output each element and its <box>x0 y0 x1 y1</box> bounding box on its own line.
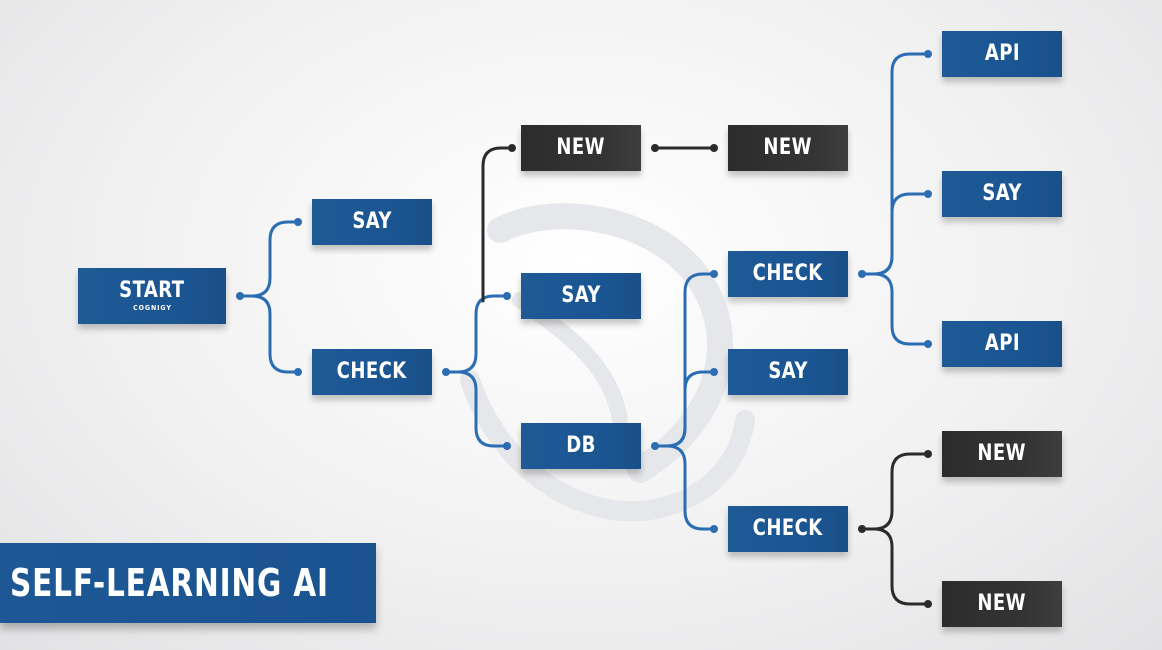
connector-end-dot <box>710 525 718 533</box>
connector-end-dot <box>924 600 932 608</box>
connector-end-dot <box>710 144 718 152</box>
connector-end-dot <box>710 270 718 278</box>
new-node[interactable]: NEW <box>521 125 641 171</box>
connector-start-dot <box>858 525 866 533</box>
new-node[interactable]: NEW <box>728 125 848 171</box>
connector-start-dot <box>236 292 244 300</box>
connector-end-dot <box>924 450 932 458</box>
connector-end-dot <box>294 368 302 376</box>
say-node[interactable]: SAY <box>728 349 848 395</box>
new-node[interactable]: NEW <box>942 581 1062 627</box>
connector-end-dot <box>294 218 302 226</box>
connector-check2-say4 <box>860 192 930 276</box>
check-node[interactable]: CHECK <box>728 251 848 297</box>
start-node-label: START <box>119 278 185 303</box>
connector-end-dot <box>924 50 932 58</box>
node-label: CHECK <box>753 261 823 286</box>
node-label: NEW <box>977 591 1027 616</box>
node-label: NEW <box>763 135 813 160</box>
connector-check2-api2 <box>860 272 930 346</box>
connector-start-dot <box>651 442 659 450</box>
connector-check1-say2 <box>444 294 509 374</box>
node-label: SAY <box>768 359 808 384</box>
connector-start-dot <box>858 270 866 278</box>
db-node[interactable]: DB <box>521 423 641 469</box>
connector-start-say1 <box>238 220 300 298</box>
connector-say2-new1 <box>481 146 514 303</box>
node-label: DB <box>566 433 596 458</box>
node-label: CHECK <box>337 359 407 384</box>
connector-end-dot <box>508 144 516 152</box>
node-label: API <box>984 41 1020 66</box>
connector-end-dot <box>503 442 511 450</box>
node-label: SAY <box>352 209 392 234</box>
node-label: NEW <box>977 441 1027 466</box>
connector-db-check3 <box>653 444 716 531</box>
connector-end-dot <box>503 292 511 300</box>
check-node[interactable]: CHECK <box>728 506 848 552</box>
title-banner: SELF-LEARNING AI <box>0 543 376 623</box>
say-node[interactable]: SAY <box>942 171 1062 217</box>
banner-title: SELF-LEARNING AI <box>10 561 329 605</box>
connector-end-dot <box>710 368 718 376</box>
new-node[interactable]: NEW <box>942 431 1062 477</box>
node-label: API <box>984 331 1020 356</box>
node-label: SAY <box>561 283 601 308</box>
node-label: SAY <box>982 181 1022 206</box>
connector-start-check1 <box>238 294 300 374</box>
connector-db-say3 <box>653 370 716 448</box>
start-node-sublabel: COGNIGY <box>132 304 172 312</box>
connector-check1-db <box>444 370 509 448</box>
connector-end-dot <box>924 340 932 348</box>
check-node[interactable]: CHECK <box>312 349 432 395</box>
api-node[interactable]: API <box>942 31 1062 77</box>
connector-check3-new4 <box>860 527 930 606</box>
say-node[interactable]: SAY <box>521 273 641 319</box>
connector-start-dot <box>442 368 450 376</box>
connector-check3-new3 <box>860 452 930 531</box>
connector-start-dot <box>651 144 659 152</box>
connector-end-dot <box>924 190 932 198</box>
connector-check2-api1 <box>860 52 930 276</box>
say-node[interactable]: SAY <box>312 199 432 245</box>
node-label: NEW <box>556 135 606 160</box>
api-node[interactable]: API <box>942 321 1062 367</box>
node-label: CHECK <box>753 516 823 541</box>
